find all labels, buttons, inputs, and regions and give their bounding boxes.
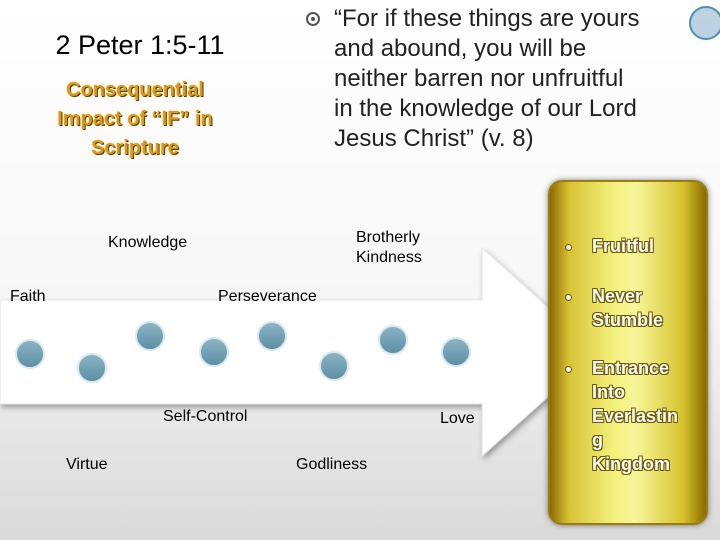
bullet-dot-icon [566, 295, 571, 300]
node-brotherly-kindness [378, 325, 408, 355]
node-love [441, 337, 471, 367]
result-line: Into [592, 382, 625, 402]
node-perseverance [257, 321, 287, 351]
label-virtue: Virtue [66, 456, 108, 473]
slide-title: 2 Peter 1:5-11 [55, 30, 225, 60]
bullet-ring-icon [306, 12, 320, 26]
node-godliness [319, 351, 349, 381]
label-line: Kindness [356, 249, 422, 266]
results-panel [548, 180, 708, 525]
quote-line: and abound, you will be [334, 35, 587, 62]
label-love: Love [440, 410, 475, 427]
result-item: Entrance Into Everlastin g Kingdom [560, 356, 705, 476]
label-brotherly-kindness: Brotherly Kindness [356, 228, 422, 268]
bullet-dot-icon [566, 245, 571, 250]
if-highlight-circle [689, 6, 720, 40]
result-line: Never [592, 286, 643, 306]
result-line: Entrance [592, 358, 670, 378]
subtitle-line: Scripture [91, 137, 179, 159]
result-line: Kingdom [592, 454, 670, 474]
node-knowledge [135, 321, 165, 351]
label-self-control: Self-Control [163, 408, 248, 425]
label-perseverance: Perseverance [218, 288, 317, 305]
subtitle-line: Consequential [66, 79, 204, 101]
result-line: Stumble [592, 310, 664, 330]
quote-line: “For if these things are yours [334, 5, 640, 32]
result-line: Everlastin [592, 406, 679, 426]
quote-line: Jesus Christ” (v. 8) [334, 125, 534, 152]
progress-arrow [0, 246, 599, 458]
node-faith [15, 339, 45, 369]
bullet-dot-icon [566, 367, 571, 372]
label-knowledge: Knowledge [108, 234, 188, 251]
result-line: g [592, 430, 603, 450]
result-item: Never Stumble [560, 284, 705, 332]
quote-text: “For if these things are yours and aboun… [334, 4, 714, 154]
node-virtue [77, 353, 107, 383]
label-godliness: Godliness [296, 456, 368, 473]
subtitle-line: Impact of “IF” in [57, 108, 213, 130]
slide-subtitle: Consequential Impact of “IF” in Scriptur… [35, 76, 235, 163]
label-faith: Faith [10, 288, 46, 305]
quote-line: in the knowledge of our Lord [334, 95, 637, 122]
quote-line: neither barren nor unfruitful [334, 65, 624, 92]
result-line: Fruitful [592, 236, 654, 256]
result-item: Fruitful [560, 234, 705, 258]
results-list: Fruitful Never Stumble Entrance Into Eve… [560, 234, 705, 476]
label-line: Brotherly [356, 229, 421, 246]
node-self-control [199, 337, 229, 367]
